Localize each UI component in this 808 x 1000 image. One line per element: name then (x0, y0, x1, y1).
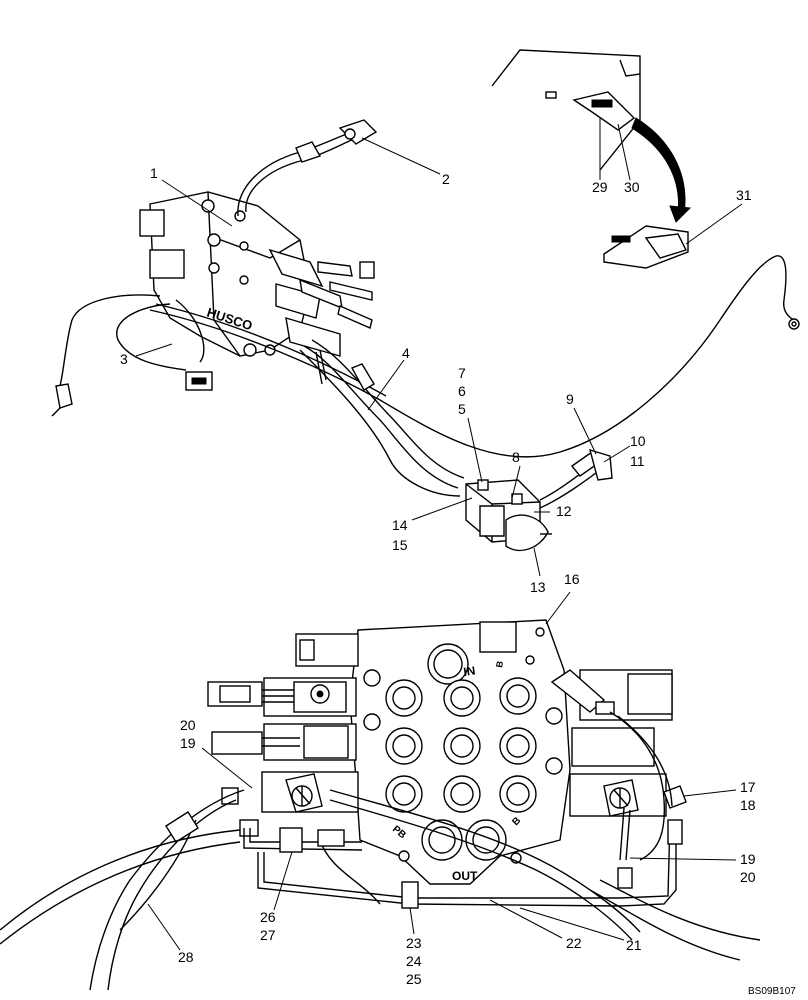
callout-14: 14 (392, 517, 408, 533)
callout-21: 21 (626, 937, 642, 953)
callout-23: 23 (406, 935, 422, 951)
callout-9: 9 (566, 391, 574, 407)
callout-17: 17 (740, 779, 756, 795)
callout-25: 25 (406, 971, 422, 987)
callout-7: 7 (458, 365, 466, 381)
upper-valve-assembly: HUSCO (51, 119, 800, 551)
flip-arrow (631, 117, 686, 215)
callout-12: 12 (556, 503, 572, 519)
leader-lines (135, 118, 743, 951)
callout-22: 22 (566, 935, 582, 951)
pedal-switch (465, 479, 552, 551)
callout-10: 10 (630, 433, 646, 449)
port-b-left-stamp: B (494, 660, 505, 669)
label-plate-inset (491, 49, 692, 269)
callout-19-left: 19 (180, 735, 196, 751)
callout-11: 11 (630, 453, 645, 469)
port-in-stamp: IN (462, 663, 476, 679)
callout-20-right: 20 (740, 869, 756, 885)
callout-29: 29 (592, 179, 608, 195)
label-bracket (572, 91, 636, 131)
callout-16: 16 (564, 571, 580, 587)
callout-27: 27 (260, 927, 276, 943)
callout-30: 30 (624, 179, 640, 195)
callout-numbers: 1 2 3 4 5 6 7 8 9 10 11 12 13 14 15 16 1… (120, 165, 756, 987)
callout-18: 18 (740, 797, 756, 813)
lower-valve-bank: IN OUT PB B B (0, 619, 761, 991)
callout-24: 24 (406, 953, 422, 969)
callout-3: 3 (120, 351, 128, 367)
callout-20-left: 20 (180, 717, 196, 733)
callout-26: 26 (260, 909, 276, 925)
callout-2: 2 (442, 171, 450, 187)
callout-15: 15 (392, 537, 408, 553)
callout-8: 8 (512, 449, 520, 465)
port-out-stamp: OUT (452, 869, 478, 883)
callout-5: 5 (458, 401, 466, 417)
callout-13: 13 (530, 579, 546, 595)
callout-6: 6 (458, 383, 466, 399)
callout-1: 1 (150, 165, 158, 181)
callout-31: 31 (736, 187, 752, 203)
callout-19-right: 19 (740, 851, 756, 867)
callout-4: 4 (402, 345, 410, 361)
figure-reference-code: BS09B107 (748, 986, 796, 997)
callout-28: 28 (178, 949, 194, 965)
label-plate-flipped (603, 225, 689, 269)
